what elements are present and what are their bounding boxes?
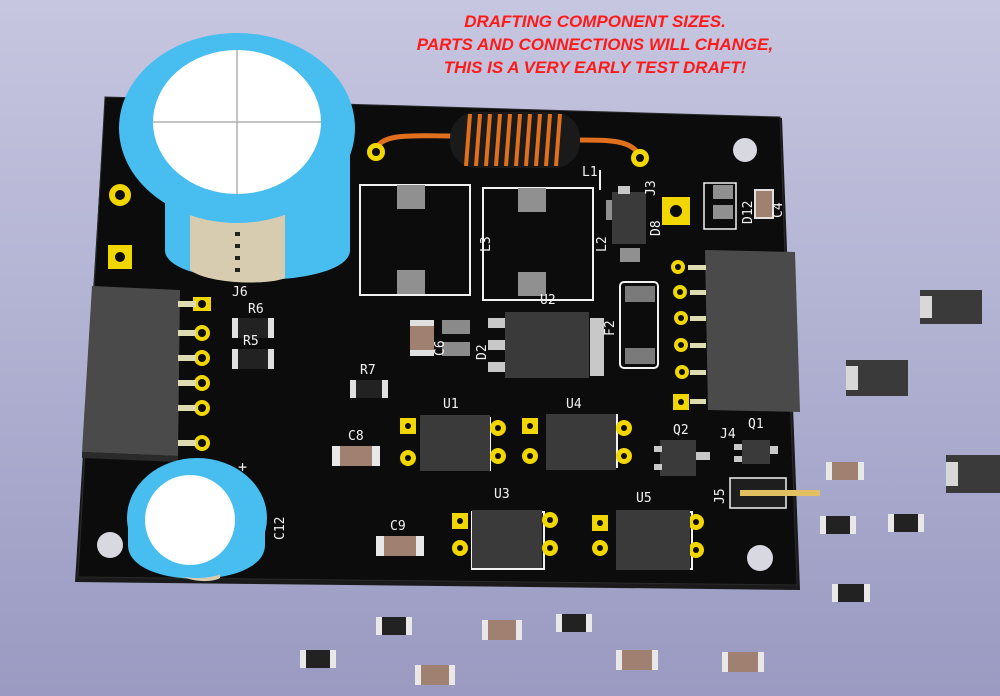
- loose-components: [300, 290, 1000, 685]
- label-c9: C9: [390, 519, 406, 534]
- label-c4: C4: [771, 202, 786, 218]
- label-r7: R7: [360, 363, 376, 378]
- label-l2: L2: [595, 236, 610, 252]
- label-plus: +: [238, 458, 247, 476]
- label-u4: U4: [566, 397, 582, 412]
- label-d2: D2: [475, 344, 490, 360]
- label-l1: L1: [582, 165, 598, 180]
- capacitor-c12: [127, 458, 267, 582]
- draft-notice: DRAFTING COMPONENT SIZES. PARTS AND CONN…: [360, 10, 830, 79]
- left-through-hole-pads: [108, 184, 132, 269]
- label-r6: R6: [248, 302, 264, 317]
- label-j6: J6: [232, 285, 248, 300]
- c6-d2-u2-area: [410, 312, 604, 378]
- label-u1: U1: [443, 397, 459, 412]
- label-j5: J5: [713, 488, 728, 504]
- capacitors-c8-c9: [332, 446, 424, 556]
- resistors-r5-r6: [232, 318, 274, 369]
- resistor-r7: [350, 380, 388, 398]
- capacitor-large: [119, 33, 355, 283]
- mounting-hole: [733, 138, 757, 162]
- label-q1: Q1: [748, 417, 764, 432]
- draft-notice-line-3: THIS IS A VERY EARLY TEST DRAFT!: [443, 58, 747, 77]
- terminal-block-left: [82, 286, 211, 462]
- label-u3: U3: [494, 487, 510, 502]
- j3-d8-area: [612, 182, 774, 244]
- label-j3: J3: [644, 180, 659, 196]
- label-u2: U2: [540, 293, 556, 308]
- draft-notice-line-1: DRAFTING COMPONENT SIZES.: [464, 12, 726, 31]
- draft-notice-line-2: PARTS AND CONNECTIONS WILL CHANGE,: [416, 35, 774, 54]
- terminal-block-right: [671, 250, 800, 412]
- label-f2: F2: [603, 320, 618, 336]
- label-u5: U5: [636, 491, 652, 506]
- label-j4: J4: [720, 427, 736, 442]
- label-c12: C12: [273, 517, 288, 540]
- mounting-hole: [97, 532, 123, 558]
- transistors-and-headers: [654, 440, 820, 509]
- label-c6: C6: [433, 340, 448, 356]
- label-c8: C8: [348, 429, 364, 444]
- inductor-pads: [397, 185, 733, 296]
- label-r5: R5: [243, 334, 259, 349]
- label-d8: D8: [649, 220, 664, 236]
- label-l3: L3: [479, 236, 494, 252]
- fuse-f2: [625, 286, 655, 364]
- dip-packages: [400, 414, 704, 570]
- mounting-hole: [747, 545, 773, 571]
- label-q2: Q2: [673, 423, 689, 438]
- label-d12: D12: [741, 201, 756, 224]
- inductor-l1: [367, 112, 649, 168]
